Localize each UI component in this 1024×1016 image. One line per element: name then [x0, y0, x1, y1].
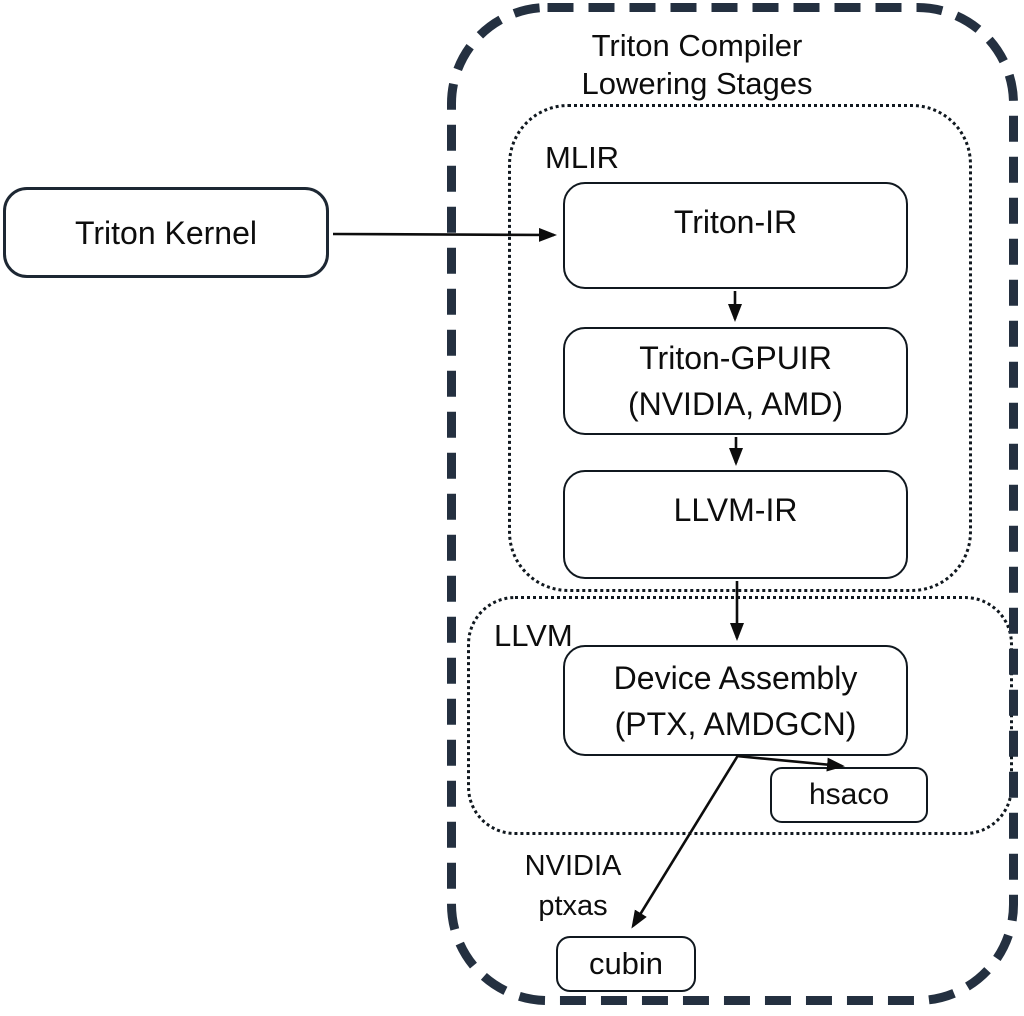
node-hsaco: hsaco — [770, 767, 928, 823]
node-cubin: cubin — [556, 936, 696, 992]
node-device-assembly: Device Assembly (PTX, AMDGCN) — [563, 645, 908, 756]
annotation-nvidia-line: NVIDIA — [524, 850, 622, 882]
node-triton-kernel: Triton Kernel — [3, 187, 329, 278]
annotation-ptxas-line: ptxas — [538, 890, 608, 922]
node-triton-kernel-label: Triton Kernel — [75, 214, 257, 251]
node-llvm-ir: LLVM-IR — [563, 470, 908, 579]
diagram-title: Triton Compiler Lowering Stages — [467, 27, 927, 103]
node-triton-gpuir: Triton-GPUIR (NVIDIA, AMD) — [563, 327, 908, 435]
node-llvm-ir-label: LLVM-IR — [673, 492, 798, 528]
diagram-title-line1: Triton Compiler — [591, 28, 803, 63]
group-mlir-label: MLIR — [545, 140, 620, 175]
node-device-assembly-line1: Device Assembly — [613, 659, 858, 696]
node-hsaco-label: hsaco — [808, 778, 890, 811]
annotation-nvidia-ptxas: NVIDIA ptxas — [493, 846, 653, 926]
node-triton-ir: Triton-IR — [563, 182, 908, 289]
node-cubin-label: cubin — [588, 946, 664, 981]
node-triton-gpuir-line2: (NVIDIA, AMD) — [627, 386, 844, 422]
group-llvm-label: LLVM — [494, 618, 573, 653]
node-triton-gpuir-line1: Triton-GPUIR — [639, 340, 832, 376]
node-device-assembly-line2: (PTX, AMDGCN) — [614, 705, 857, 742]
diagram-title-line2: Lowering Stages — [581, 66, 813, 101]
node-triton-ir-label: Triton-IR — [673, 204, 798, 240]
